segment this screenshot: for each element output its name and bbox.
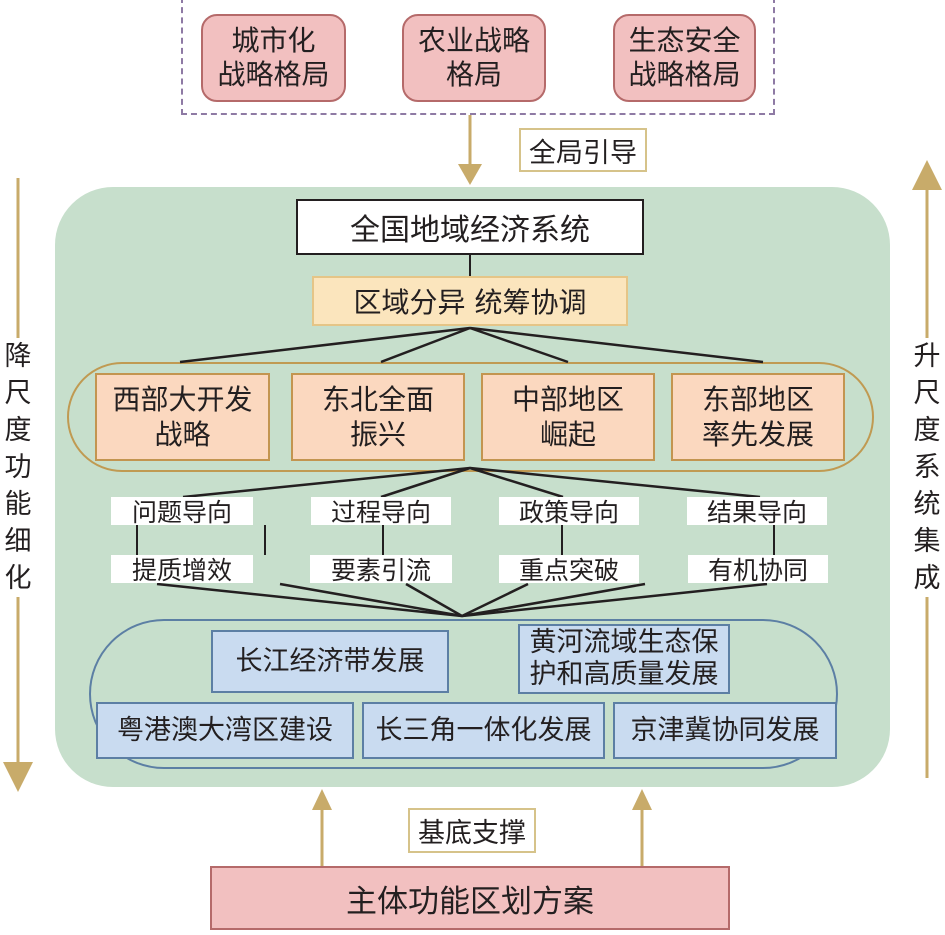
box-line: 战略格局 (628, 58, 741, 91)
region-box-northeast: 东北全面振兴 (291, 373, 465, 461)
box-line: 战略 (154, 418, 211, 451)
box-line: 粤港澳大湾区建设 (117, 714, 333, 746)
up-arrow-icon (912, 160, 942, 190)
box-line: 京津冀协同发展 (630, 714, 820, 746)
orientation-guide-policy: 政策导向 (499, 497, 639, 527)
orientation-guide-problem: 问题导向 (111, 497, 253, 527)
orientation-effect-breakthrough: 重点突破 (499, 555, 639, 585)
agriculture-pattern-box: 农业战略格局 (402, 14, 546, 102)
strategy-box-greater-bay: 粤港澳大湾区建设 (96, 702, 354, 759)
box-line: 中部地区 (511, 383, 624, 416)
regional-coordination-box: 区域分异 统筹协调 (312, 276, 628, 326)
box-line: 东北全面 (321, 383, 434, 416)
down-arrow-icon (3, 762, 33, 792)
region-box-central: 中部地区崛起 (481, 373, 655, 461)
orientation-guide-result: 结果导向 (687, 497, 827, 527)
box-line: 振兴 (349, 418, 406, 451)
strategy-box-yellow-river: 黄河流域生态保护和高质量发展 (518, 624, 730, 694)
major-strategy-capsule (89, 619, 838, 769)
box-line: 黄河流域生态保 (529, 627, 719, 658)
ecological-security-pattern-box: 生态安全战略格局 (613, 14, 756, 102)
national-economic-system-box: 全国地域经济系统 (296, 199, 644, 255)
strategic-pattern-group (181, 0, 775, 115)
box-line: 生态安全 (628, 24, 741, 57)
side-char: 集 (913, 526, 941, 557)
box-line: 长三角一体化发展 (375, 714, 592, 746)
region-box-west: 西部大开发战略 (95, 373, 270, 461)
side-char: 成 (913, 563, 941, 594)
side-char: 降 (4, 341, 32, 372)
left-side-label-downscale: 降 尺 度 功 能 细 化 (0, 338, 36, 597)
box-line: 护和高质量发展 (529, 659, 719, 690)
box-line: 西部大开发 (112, 383, 253, 416)
box-line: 崛起 (539, 418, 596, 451)
orientation-effect-factor: 要素引流 (310, 555, 452, 585)
orientation-effect-quality: 提质增效 (111, 555, 253, 585)
box-line: 农业战略 (417, 24, 530, 57)
guidance-arrowhead-icon (458, 164, 482, 185)
urbanization-pattern-box: 城市化战略格局 (201, 14, 346, 102)
strategy-box-yangtze-delta: 长三角一体化发展 (362, 702, 605, 759)
orientation-guide-process: 过程导向 (311, 497, 451, 527)
orientation-effect-synergy: 有机协同 (688, 555, 828, 585)
side-char: 升 (913, 341, 941, 372)
base-support-label: 基底支撑 (408, 808, 536, 853)
region-box-east: 东部地区率先发展 (671, 373, 845, 461)
side-char: 系 (913, 452, 941, 483)
strategy-box-yangtze: 长江经济带发展 (211, 630, 449, 693)
support-arrowhead-right-icon (632, 789, 652, 810)
support-arrowhead-left-icon (312, 789, 332, 810)
side-char: 尺 (4, 378, 32, 409)
functional-zoning-scheme-box: 主体功能区划方案 (210, 866, 730, 930)
box-line: 率先发展 (701, 418, 814, 451)
box-line: 长江经济带发展 (235, 645, 425, 677)
box-line: 城市化 (231, 24, 316, 57)
side-char: 功 (4, 452, 32, 483)
strategy-box-jingjinji: 京津冀协同发展 (613, 702, 837, 759)
side-char: 统 (913, 489, 941, 520)
side-char: 能 (4, 489, 32, 520)
global-guidance-label: 全局引导 (519, 128, 647, 172)
box-line: 东部地区 (701, 383, 814, 416)
box-line: 战略格局 (217, 58, 330, 91)
side-char: 度 (913, 415, 941, 446)
right-side-label-upscale: 升 尺 度 系 统 集 成 (909, 338, 945, 597)
box-line: 格局 (445, 58, 502, 91)
side-char: 化 (4, 563, 32, 594)
side-char: 度 (4, 415, 32, 446)
side-char: 尺 (913, 378, 941, 409)
side-char: 细 (4, 526, 32, 557)
